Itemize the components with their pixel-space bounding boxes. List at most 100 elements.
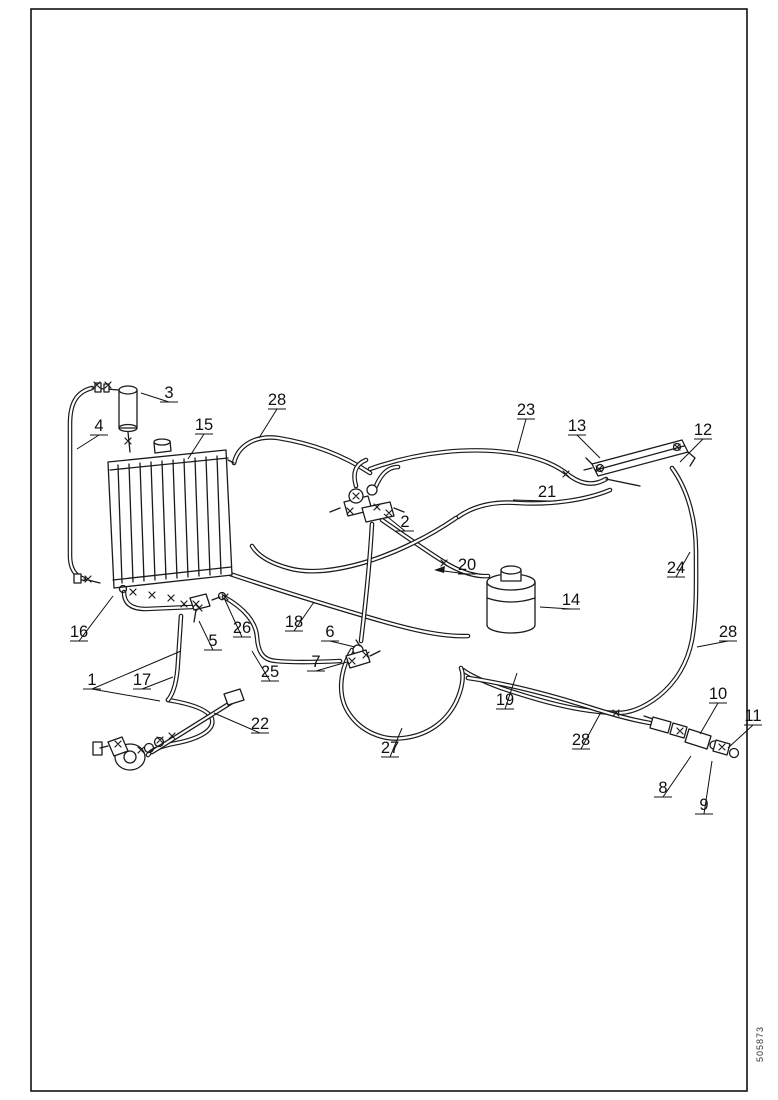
hose-21-core — [456, 488, 612, 519]
hose-27-loop-core — [340, 648, 464, 740]
page-border — [30, 8, 748, 1092]
leader-line-28 — [258, 408, 286, 439]
callout-label-6: 6 — [325, 623, 334, 641]
leader-line-8 — [654, 755, 692, 798]
hose-routing — [67, 385, 699, 758]
callout-label-21: 21 — [538, 483, 556, 501]
drawing-number: 505873 — [755, 1026, 765, 1062]
callout-label-17: 17 — [133, 671, 151, 689]
hose-25-core — [222, 595, 342, 664]
diagram-artwork — [67, 381, 740, 771]
leader-line-17 — [133, 676, 174, 690]
callout-label-16: 16 — [70, 623, 88, 641]
breather-assembly — [73, 382, 138, 584]
item2-stub-b-core — [374, 465, 400, 488]
callout-label-28: 28 — [719, 623, 737, 641]
hose-23-core — [368, 449, 608, 485]
leader-line-27 — [381, 727, 403, 758]
leader-line-2 — [383, 513, 414, 532]
callout-label-12: 12 — [694, 421, 712, 439]
hose-4-core — [68, 386, 94, 581]
callout-label-13: 13 — [568, 417, 586, 435]
callout-label-14: 14 — [562, 591, 580, 609]
callout-label-5: 5 — [208, 632, 217, 650]
radiator-drain-fitting — [118, 584, 128, 594]
callout-label-4: 4 — [94, 417, 103, 435]
hose-19-core — [461, 668, 619, 715]
leader-line-7 — [307, 661, 348, 672]
callout-label-2: 2 — [400, 513, 409, 531]
flow-arrow — [434, 566, 445, 573]
callout-label-11: 11 — [744, 707, 761, 725]
callout-label-19: 19 — [496, 691, 514, 709]
item2-stub-a-core — [353, 458, 368, 488]
callout-label-1: 1 — [87, 671, 96, 689]
hose-4 — [67, 385, 95, 582]
hose-28-bottom-core — [466, 676, 652, 725]
leader-line-11 — [727, 724, 762, 749]
radiator-outlet-hose-core — [122, 590, 194, 611]
leader-line-14 — [539, 606, 580, 610]
callout-label-8: 8 — [658, 779, 667, 797]
bolt-marks — [84, 381, 726, 754]
valve-feed-hose-core — [359, 522, 374, 643]
hose-20-core — [380, 518, 490, 578]
callout-label-24: 24 — [667, 559, 685, 577]
hose-24-right-loop-core — [615, 466, 698, 715]
radiator-assembly — [107, 438, 235, 594]
leader-line-28 — [572, 711, 602, 750]
callout-label-18: 18 — [285, 613, 303, 631]
leader-line-1 — [83, 688, 161, 702]
leader-line-21 — [512, 499, 556, 502]
leader-line-3 — [140, 392, 178, 403]
hose-cross-left — [249, 515, 459, 574]
leader-line-1 — [83, 650, 182, 690]
leader-line-18 — [285, 601, 315, 632]
callout-label-26: 26 — [233, 619, 251, 637]
leader-line-20 — [435, 569, 476, 575]
callout-label-22: 22 — [251, 715, 269, 733]
callout-label-3: 3 — [164, 384, 173, 402]
leader-line-16 — [70, 595, 114, 642]
outlet-fittings — [189, 591, 227, 623]
bottom-pump-assembly — [92, 688, 245, 771]
leader-line-15 — [187, 433, 213, 460]
hose-24-right-loop — [614, 465, 699, 716]
leader-line-22 — [213, 712, 269, 734]
hose-cross-left-core — [250, 516, 458, 573]
reservoir-assembly — [486, 565, 536, 634]
callout-label-15: 15 — [195, 416, 213, 434]
callout-label-20: 20 — [458, 556, 476, 574]
leader-line-24 — [667, 551, 691, 578]
leader-line-23 — [516, 418, 535, 453]
hose-18-core — [228, 572, 470, 638]
leader-line-25 — [251, 650, 279, 682]
callout-label-23: 23 — [517, 401, 535, 419]
pipe-17-core — [166, 614, 183, 702]
leader-line-26 — [224, 599, 251, 638]
leader-line-19 — [496, 672, 518, 710]
leader-line-13 — [568, 434, 601, 459]
pump-shaft-tube-core — [150, 700, 234, 754]
callout-label-25: 25 — [261, 663, 279, 681]
leader-line-9 — [695, 760, 713, 815]
leader-line-6 — [321, 640, 356, 648]
leader-line-10 — [699, 702, 727, 735]
callout-label-27: 27 — [381, 739, 399, 757]
leader-line-4 — [76, 434, 108, 450]
coupler-chain — [643, 715, 740, 759]
hose-18 — [227, 571, 471, 639]
callout-label-9: 9 — [699, 796, 708, 814]
callout-label-28: 28 — [572, 731, 590, 749]
hose-23 — [367, 448, 609, 486]
shutoff-valve — [345, 639, 381, 669]
hose-28-top-core — [232, 436, 372, 475]
callout-label-28: 28 — [268, 391, 286, 409]
pump-valve-block — [329, 484, 405, 523]
leader-line-5 — [198, 620, 222, 651]
leader-line-12 — [679, 438, 712, 463]
leader-line-28 — [696, 640, 737, 648]
